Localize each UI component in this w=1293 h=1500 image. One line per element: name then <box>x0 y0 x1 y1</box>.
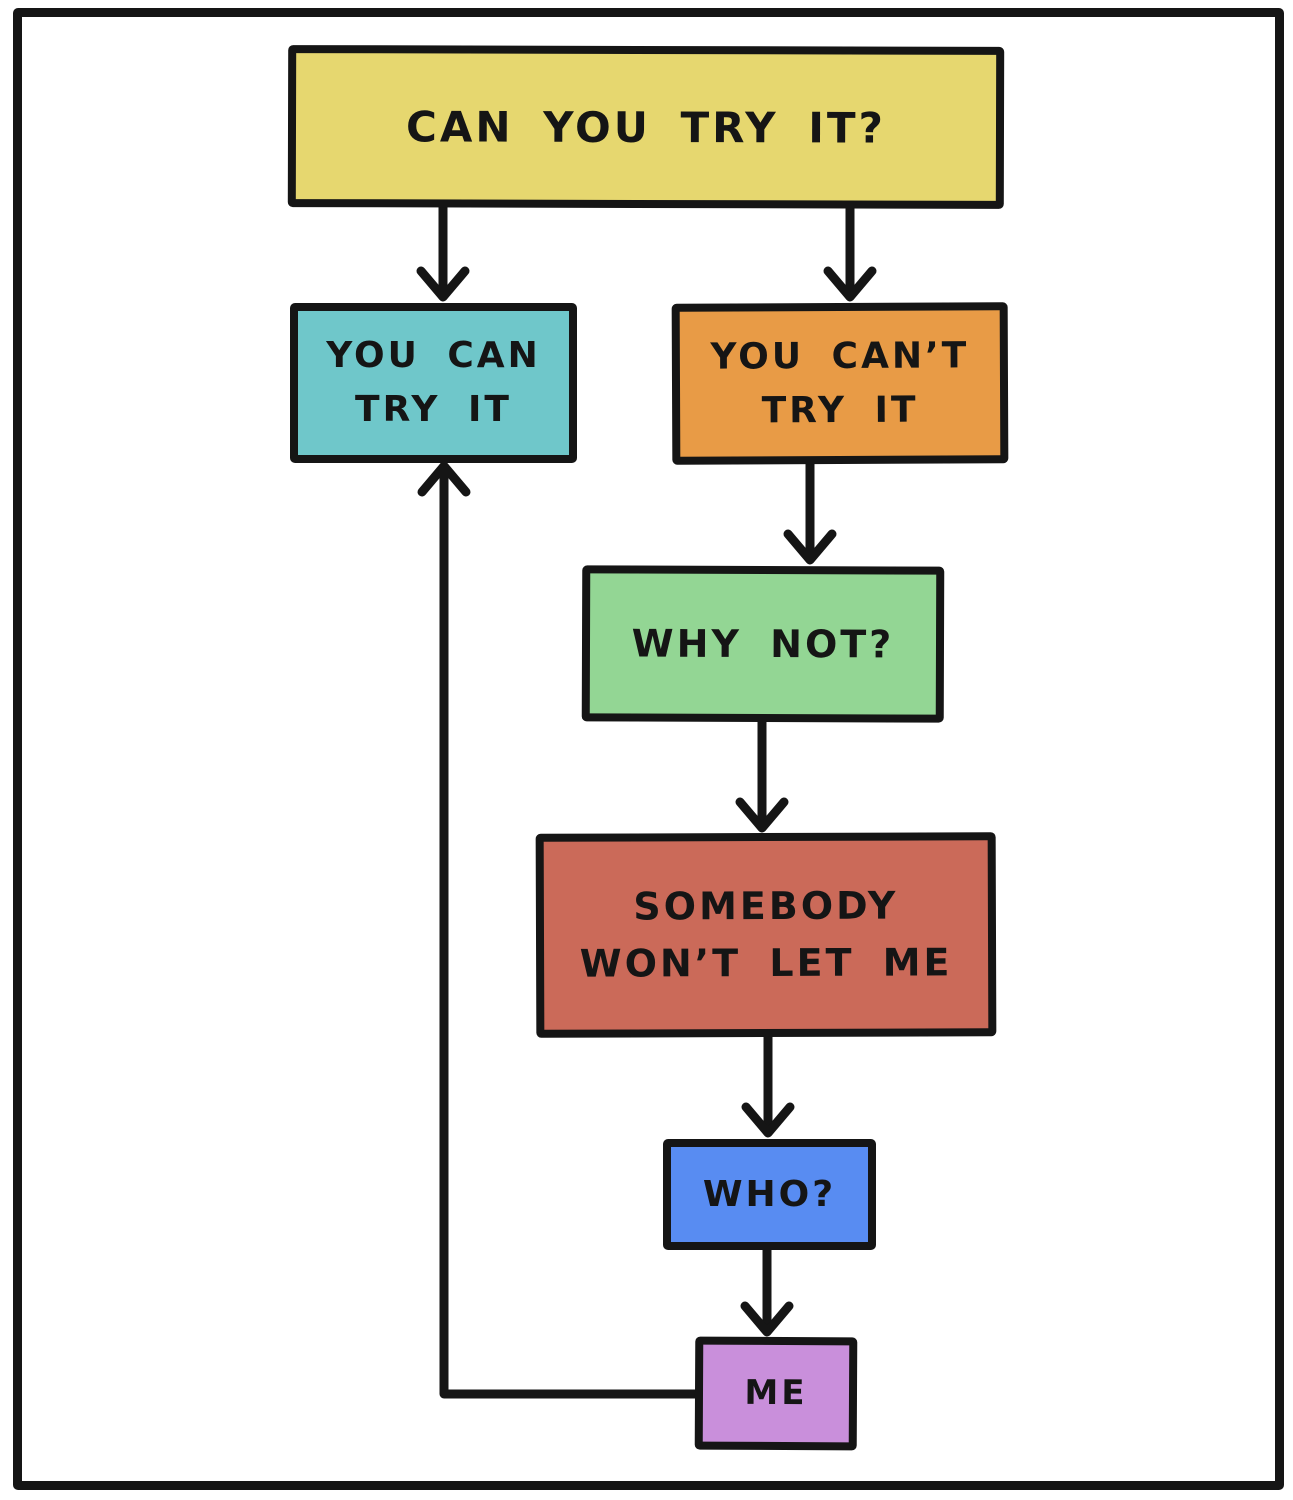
arrowhead-down <box>823 266 877 302</box>
node-can-you-try-it: CAN YOU TRY IT? <box>287 45 1005 209</box>
node-me-label: ME <box>744 1372 808 1414</box>
node-you-cant-try-it-label: YOU CAN’T TRY IT <box>710 334 970 431</box>
arrowhead-down <box>735 797 789 833</box>
outer-border-frame <box>13 8 1284 1490</box>
edge-me-to-youCanTryIt <box>439 465 703 1399</box>
arrowhead-down <box>783 529 837 565</box>
node-somebody-wont-let-me: SOMEBODY WON’T LET ME <box>535 832 997 1038</box>
node-can-you-try-it-label: CAN YOU TRY IT? <box>406 101 886 153</box>
arrowhead-down <box>741 1102 795 1138</box>
node-you-cant-try-it: YOU CAN’T TRY IT <box>671 302 1009 465</box>
node-who-label: WHO? <box>702 1173 837 1215</box>
node-you-can-try-it-label: YOU CAN TRY IT <box>326 335 541 430</box>
node-me: ME <box>694 1336 858 1451</box>
node-you-can-try-it: YOU CAN TRY IT <box>290 303 577 463</box>
arrowhead-up <box>417 461 471 497</box>
arrowhead-down <box>416 266 470 302</box>
arrowhead-down <box>740 1301 794 1337</box>
node-somebody-wont-let-me-label: SOMEBODY WON’T LET ME <box>579 883 953 986</box>
node-who: WHO? <box>663 1139 876 1250</box>
node-why-not-label: WHY NOT? <box>631 621 895 666</box>
node-why-not: WHY NOT? <box>581 565 945 723</box>
